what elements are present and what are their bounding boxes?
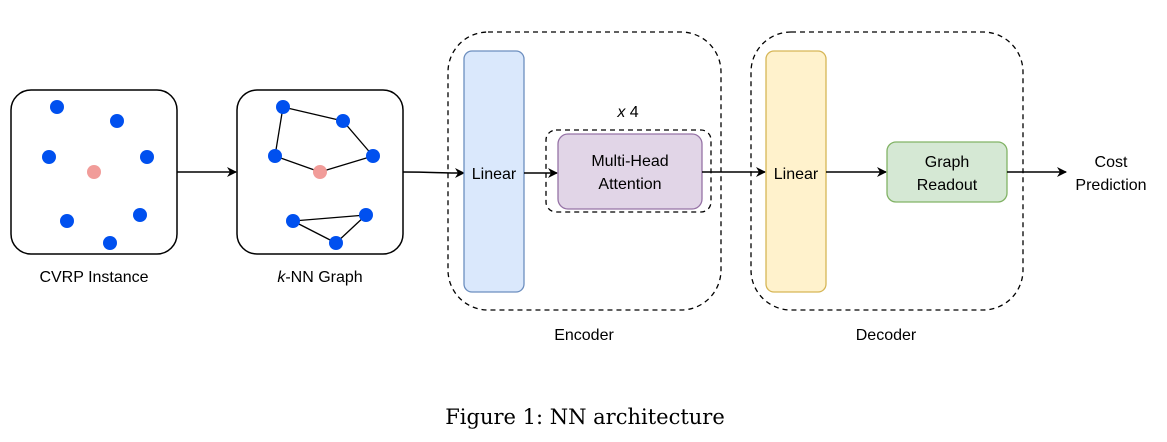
depot-node: [313, 165, 327, 179]
customer-node: [110, 114, 124, 128]
encoder-label: Encoder: [554, 327, 614, 344]
customer-node: [286, 214, 300, 228]
customer-node: [133, 208, 147, 222]
attention-repeat-group: [545, 129, 712, 213]
knn-graph-panel: [236, 89, 404, 255]
customer-node: [359, 208, 373, 222]
decoder-linear-label: Linear: [774, 166, 819, 183]
arrow-graph-to-encoder: [402, 168, 465, 178]
customer-node: [42, 150, 56, 164]
encoder-linear-block: [463, 50, 525, 293]
customer-node: [50, 100, 64, 114]
readout-label-line1: Graph: [925, 154, 969, 171]
attention-label-line2: Attention: [598, 176, 661, 193]
output-label-line1: Cost: [1095, 154, 1128, 171]
customer-node: [60, 214, 74, 228]
encoder-group: [447, 31, 722, 311]
customer-node: [276, 100, 290, 114]
figure-caption: Figure 1: NN architecture: [445, 405, 725, 429]
readout-label-line2: Readout: [917, 177, 978, 194]
encoder-linear-label: Linear: [472, 166, 517, 183]
depot-node: [87, 165, 101, 179]
customer-node: [336, 114, 350, 128]
decoder-group: [750, 31, 1024, 311]
customer-node: [268, 149, 282, 163]
decoder-label: Decoder: [856, 327, 917, 344]
cvrp-instance-label: CVRP Instance: [39, 269, 148, 286]
repeat-label: x 4: [616, 104, 638, 121]
knn-graph-label: k-NN Graph: [277, 269, 362, 286]
customer-node: [140, 150, 154, 164]
attention-label-line1: Multi-Head: [591, 153, 668, 170]
customer-node: [366, 149, 380, 163]
customer-node: [103, 236, 117, 250]
cvrp-instance-panel: [10, 89, 178, 255]
multi-head-attention-block: [557, 133, 703, 210]
customer-node: [329, 236, 343, 250]
output-label-line2: Prediction: [1075, 177, 1146, 194]
